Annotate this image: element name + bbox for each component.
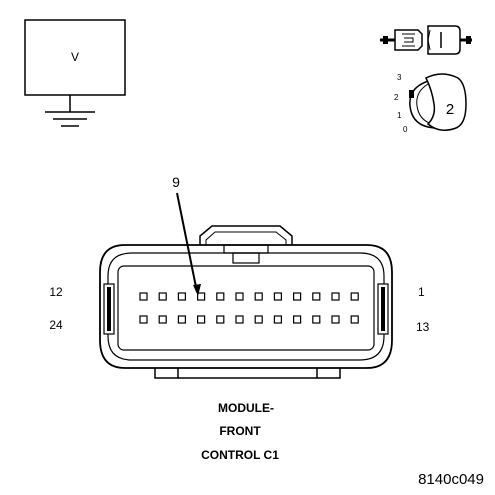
ignition-key-icon: 3 2 1 0 2	[394, 73, 467, 134]
connector-title-line-3: CONTROL C1	[201, 448, 279, 462]
voltmeter-label: V	[71, 50, 79, 64]
ground-icon	[45, 111, 95, 127]
pin-cavity-21	[197, 315, 206, 324]
pin-cavity-15	[312, 315, 321, 324]
pin-cavity-6	[254, 292, 263, 301]
pin-cavity-4	[293, 292, 302, 301]
pin-cavity-2	[331, 292, 340, 301]
pin-cavity-8	[216, 292, 225, 301]
key-scale-2: 2	[394, 93, 399, 102]
pin-cavity-17	[273, 315, 282, 324]
pin-label-12: 12	[49, 285, 63, 299]
key-scale-1: 1	[397, 111, 402, 120]
pin-cavity-19	[235, 315, 244, 324]
pin-cavities	[139, 292, 359, 324]
connector-title-line-1: MODULE-	[218, 401, 274, 415]
pin-cavity-24	[139, 315, 148, 324]
pin-cavity-22	[177, 315, 186, 324]
connector-body	[99, 225, 393, 379]
callout-arrowhead	[193, 284, 201, 296]
key-selected-position: 2	[446, 101, 454, 118]
pin-cavity-3	[312, 292, 321, 301]
pin-cavity-5	[273, 292, 282, 301]
callout-pin-label: 9	[172, 174, 180, 190]
pin-cavity-23	[158, 315, 167, 324]
pin-cavity-10	[177, 292, 186, 301]
voltmeter-box	[24, 19, 126, 96]
key-scale-3: 3	[397, 73, 402, 82]
figure-id: 8140c049	[418, 471, 484, 488]
pin-label-24: 24	[49, 318, 63, 332]
pin-cavity-12	[139, 292, 148, 301]
pin-cavity-11	[158, 292, 167, 301]
pin-cavity-1	[350, 292, 359, 301]
key-head	[424, 73, 467, 131]
connector-disconnect-icon	[380, 25, 472, 55]
voltmeter-symbol: V	[24, 19, 126, 127]
pin-cavity-14	[331, 315, 340, 324]
key-scale-0: 0	[403, 125, 408, 134]
pin-cavity-18	[254, 315, 263, 324]
pin-cavity-20	[216, 315, 225, 324]
pin-cavity-7	[235, 292, 244, 301]
pin-label-13: 13	[416, 320, 430, 334]
pin-cavity-13	[350, 315, 359, 324]
callout-leader	[176, 192, 198, 293]
pin-cavity-9	[197, 292, 206, 301]
pin-cavity-16	[293, 315, 302, 324]
pin-label-1: 1	[418, 285, 425, 299]
connector-title-line-2: FRONT	[219, 424, 261, 438]
